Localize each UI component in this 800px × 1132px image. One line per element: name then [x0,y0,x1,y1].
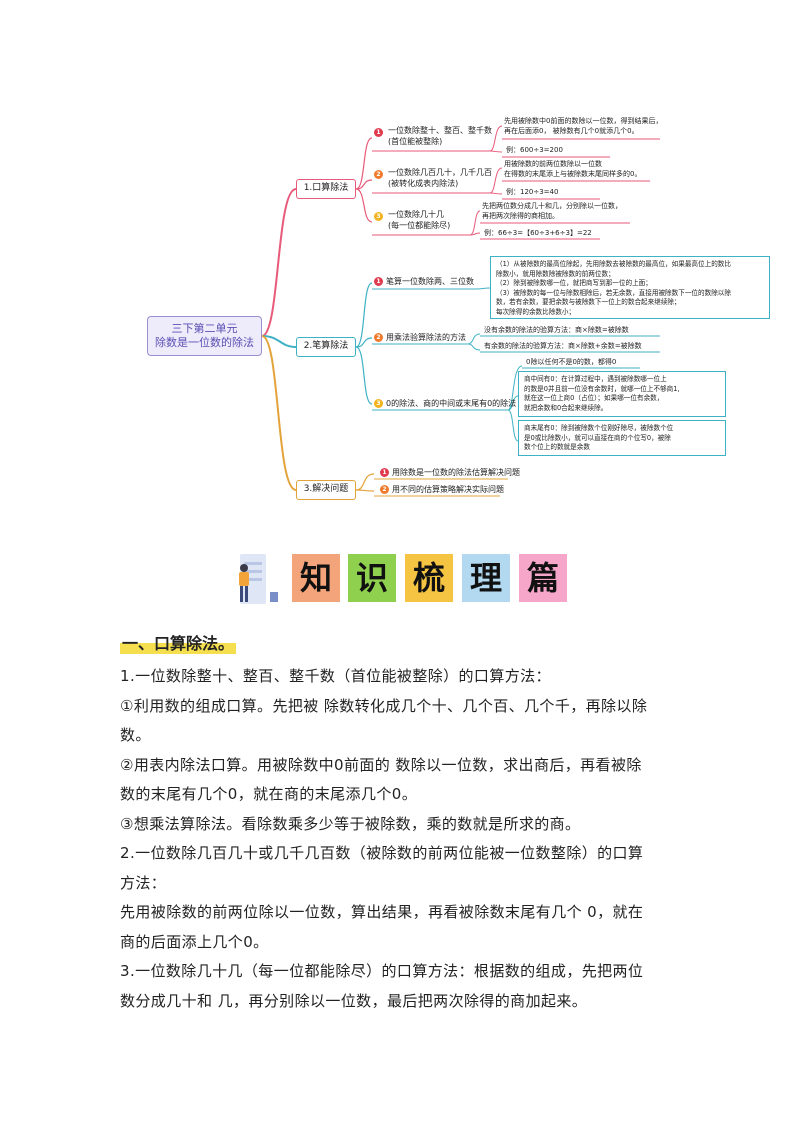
paragraph-line: 2.一位数除几百几十或几千几百数（被除数的前两位能被一位数整除）的口算 [120,844,644,862]
oral-sub-3-rule-line2: 再把两次除得的商相加。 [482,212,559,220]
banner-tile-3: 梳 [405,554,453,602]
written-step-line: 除数小，就用除数除被除数的前两位数； [496,269,615,278]
written-sub-3-label: 0的除法、商的中间或末尾有0的除法 [386,399,517,408]
oral-sub-1-rule: 先用被除数中0前面的数除以一位数，得到结果后， 再在后面添0， 被除数有几个0就… [504,116,662,136]
zero-middle-line: 的数是0并且前一位没有余数时，就哪一位上不够商1, [524,384,680,393]
banner-tile-5: 篇 [519,554,567,602]
zero-middle-line: 就在这一位上商0（占位）；如果哪一位有余数， [524,394,664,402]
oral-sub-3-line2: (每一位都能除尽) [388,221,451,230]
zero-middle-box: 商中间有0：在计算过程中，遇到被除数哪一位上 的数是0并且前一位没有余数时，就哪… [518,371,726,417]
branch-written-division: 2.笔算除法 [296,337,356,357]
banner-tile-4: 理 [462,554,510,602]
written-steps-box: （1）从被除数的最高位除起，先用除数去被除数的最高位，如果最高位上的数比 除数小… [490,256,770,319]
zero-end-line: 商末尾有0：除到被除数个位刚好除尽，被除数个位 [524,424,674,432]
written-step-line: 数，若有余数，要把余数与被除数下一位上的数合起来继续除； [496,298,681,306]
written-step-line: （1）从被除数的最高位除起，先用除数去被除数的最高位，如果最高位上的数比 [496,260,731,268]
oral-sub-1-rule-line1: 先用被除数中0前面的数除以一位数，得到结果后， [504,117,663,125]
number-3-icon: 3 [374,399,383,408]
paragraph-line: 数分成几十和 几，再分别除以一位数，最后把两次除得的商加起来。 [120,991,588,1010]
paragraph-line: 数的末尾有几个0，就在商的末尾添几个0。 [120,785,418,803]
zero-middle-line: 商中间有0：在计算过程中，遇到被除数哪一位上 [524,375,667,383]
section-oral-division: 一、口算除法。 1.一位数除整十、整百、整千数（首位能被整除）的口算方法： ①利… [120,630,700,1016]
number-3-icon: 3 [374,212,383,221]
number-1-icon: 1 [374,277,383,286]
oral-sub-3-rule: 先把两位数分成几十和几，分别除以一位数， 再把两次除得的商相加。 [482,201,622,221]
oral-sub-2-rule-line2: 在得数的末尾添上与被除数末尾同样多的0。 [504,170,642,178]
section-heading: 一、口算除法。 [120,630,237,654]
oral-sub-3-example: 例：66÷3=【60÷3+6÷3】=22 [484,229,592,237]
root-line2: 除数是一位数的除法 [155,336,254,349]
paragraph-line: 1.一位数除整十、整百、整千数（首位能被整除）的口算方法： [120,667,551,685]
oral-sub-2-rule-line1: 用被除数的前两位数除以一位数 [504,160,602,168]
paragraph-line: ②用表内除法口算。用被除数中0前面的 数除以一位数，求出商后，再看被除 [120,755,642,774]
mind-map-root: 三下第二单元 除数是一位数的除法 [147,316,262,356]
number-2-icon: 2 [374,333,383,342]
oral-sub-2-example: 例：120÷3=40 [506,188,559,196]
oral-sub-2: 2 一位数除几百几十，几千几百 (被转化成表内除法) [374,167,492,189]
paragraph-line: ③想乘法算除法。看除数乘多少等于被除数，乘的数就是所求的商。 [120,814,581,833]
zero-end-box: 商末尾有0：除到被除数个位刚好除尽，被除数个位 是0或比除数小，就可以直接在商的… [518,420,726,456]
check-no-remainder: 没有余数的除法的验算方法：商×除数=被除数 [484,326,629,334]
number-2-icon: 2 [380,485,389,494]
written-step-line: （2）除到被除数哪一位，就把商写到那一位的上面； [496,279,652,287]
banner-tile-1: 知 [292,554,340,602]
branch-problem-solving: 3.解决问题 [296,480,356,500]
banner-tile-2: 识 [348,554,396,602]
problem-sub-2-label: 用不同的估算策略解决实际问题 [392,485,504,494]
check-with-remainder: 有余数的除法的验算方法：商×除数+余数=被除数 [484,342,642,350]
oral-sub-1: 1 一位数除整十、整百、整千数 (首位能被整除) [374,125,492,147]
zero-middle-line: 就把余数和0合起来继续除。 [524,403,608,412]
paragraph-line: 方法： [120,873,167,892]
zero-divided-rule: 0除以任何不是0的数，都得0 [526,358,617,366]
zero-end-line: 是0或比除数小，就可以直接在商的个位写0，被除 [524,433,671,442]
oral-sub-2-rule: 用被除数的前两位数除以一位数 在得数的末尾添上与被除数末尾同样多的0。 [504,159,641,179]
oral-sub-3: 3 一位数除几十几 (每一位都能除尽) [374,209,450,231]
oral-sub-2-line2: (被转化成表内除法) [388,179,459,188]
number-1-icon: 1 [380,468,389,477]
paragraph-line: 先用被除数的前两位除以一位数，算出结果，再看被除数末尾有几个 0，就在 [120,903,644,921]
oral-sub-3-rule-line1: 先把两位数分成几十和几，分别除以一位数， [482,202,622,210]
oral-sub-1-rule-line2: 再在后面添0， 被除数有几个0就添几个0。 [504,127,639,135]
problem-sub-1-label: 用除数是一位数的除法估算解决问题 [392,468,520,477]
paragraph-line: ①利用数的组成口算。先把被 除数转化成几个十、几个百、几个千，再除以除 [120,696,648,715]
oral-sub-3-line1: 一位数除几十几 [388,210,444,219]
student-illustration-icon [239,554,278,604]
oral-sub-2-line1: 一位数除几百几十，几千几百 [388,168,492,177]
root-line1: 三下第二单元 [171,322,238,335]
written-sub-1-label: 笔算一位数除两、三位数 [386,277,474,286]
paragraph-line: 数。 [120,726,151,744]
oral-sub-1-example: 例：600÷3=200 [506,146,563,154]
written-step-line: （3）被除数的每一位与除数相除后，若无余数，直接用被除数下一位的数除以除 [496,288,731,297]
written-sub-2-label: 用乘法验算除法的方法 [386,333,466,342]
number-1-icon: 1 [374,128,383,137]
branch-oral-division: 1.口算除法 [296,179,356,199]
paragraph-line: 商的后面添上几个0。 [120,932,269,951]
mind-map-connectors [261,125,660,497]
oral-sub-1-line1: 一位数除整十、整百、整千数 [388,126,492,135]
zero-end-line: 数个位上的数就是余数 [524,443,590,451]
mind-map: 三下第二单元 除数是一位数的除法 1.口算除法 1 一位数除整十、整百、整千数 … [0,0,800,520]
oral-sub-1-line2: (首位能被整除) [388,137,443,146]
number-2-icon: 2 [374,170,383,179]
paragraph-line: 3.一位数除几十几（每一位都能除尽）的口算方法：根据数的组成，先把两位 [120,962,644,980]
knowledge-banner: 知 识 梳 理 篇 [230,548,570,604]
written-step-line: 每次除得的余数比除数小； [496,307,576,316]
